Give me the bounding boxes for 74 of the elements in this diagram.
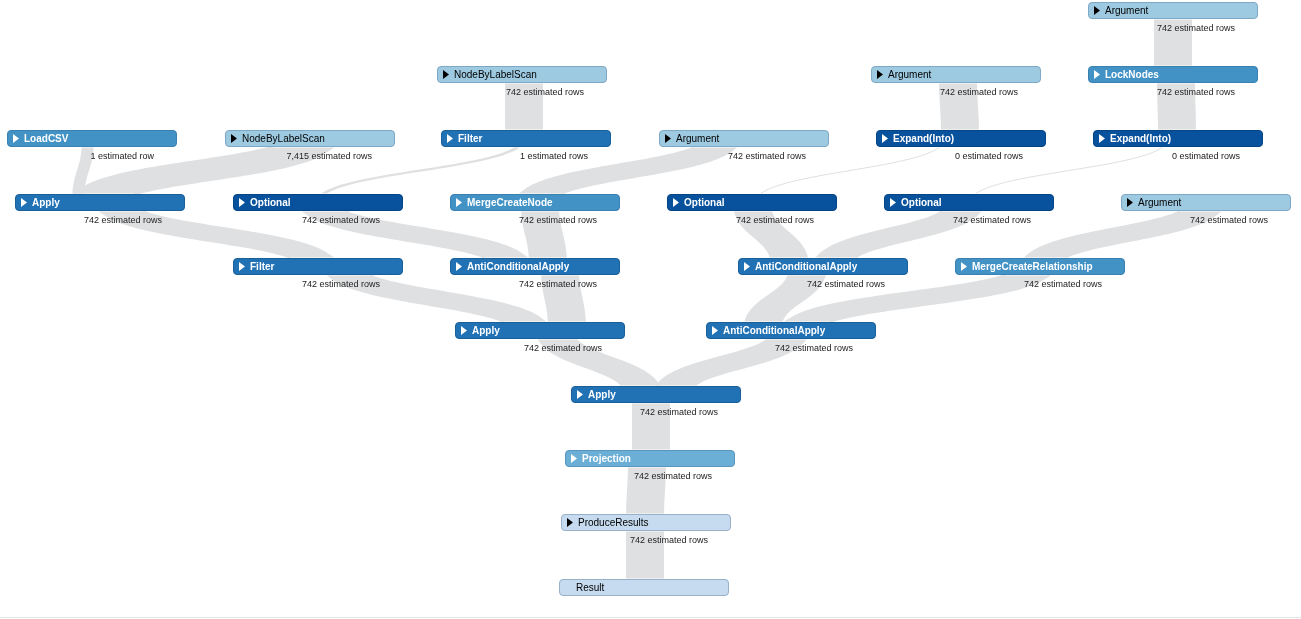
row-estimate: 742 estimated rows [1023, 279, 1102, 290]
flow-line [760, 147, 940, 194]
row-estimate: 742 estimated rows [505, 87, 584, 98]
node-label: Apply [32, 196, 60, 210]
row-estimate: 742 estimated rows [629, 535, 708, 546]
flow-band [939, 83, 979, 130]
node-label: Apply [588, 388, 616, 402]
row-estimate: 742 estimated rows [518, 279, 597, 290]
flow-band [626, 531, 664, 579]
row-estimate: 742 estimated rows [83, 215, 162, 226]
flow-band [98, 208, 335, 261]
node-label: Optional [684, 196, 725, 210]
node-label: Optional [250, 196, 291, 210]
node-label: Result [576, 581, 605, 595]
row-estimate: 742 estimated rows [1156, 23, 1235, 34]
node-label: MergeCreateNode [467, 196, 553, 210]
flow-band [521, 211, 567, 258]
node-label: Expand(Into) [893, 132, 955, 146]
node-label: AntiConditionalApply [467, 260, 570, 274]
row-estimate: 742 estimated rows [727, 151, 806, 162]
flow-band [518, 144, 738, 197]
row-estimate: 1 estimated row [90, 151, 154, 162]
row-estimate: 742 estimated rows [774, 343, 853, 354]
flow-band [632, 403, 670, 450]
row-estimate: 742 estimated rows [301, 279, 380, 290]
node-label: LoadCSV [24, 132, 69, 146]
row-estimate: 0 estimated rows [1171, 151, 1240, 162]
row-estimate: 742 estimated rows [633, 471, 712, 482]
node-label: LockNodes [1105, 68, 1159, 82]
row-estimate: 0 estimated rows [954, 151, 1023, 162]
flow-band [321, 147, 520, 194]
flow-band [1154, 19, 1192, 66]
flow-line [975, 147, 1163, 194]
row-estimate: 1 estimated rows [519, 151, 588, 162]
flow-band [1023, 208, 1222, 261]
node-label: Apply [472, 324, 500, 338]
flow-band [301, 208, 529, 261]
node-label: Argument [1138, 196, 1182, 210]
row-estimate: 7,415 estimated rows [286, 151, 372, 162]
node-label: Argument [1105, 4, 1149, 18]
row-estimate: 742 estimated rows [639, 407, 718, 418]
row-estimate: 742 estimated rows [952, 215, 1031, 226]
row-estimate: 742 estimated rows [806, 279, 885, 290]
row-estimate: 742 estimated rows [1156, 87, 1235, 98]
node-label: Argument [888, 68, 932, 82]
row-estimate: 742 estimated rows [523, 343, 602, 354]
flow-band [326, 272, 547, 325]
node-label: AntiConditionalApply [755, 260, 858, 274]
node-label: Filter [458, 132, 483, 146]
node-label: ProduceResults [578, 516, 649, 530]
flow-band [655, 337, 807, 388]
flow-band [744, 275, 826, 322]
node-label: Expand(Into) [1110, 132, 1172, 146]
flow-band [815, 209, 982, 260]
row-estimate: 742 estimated rows [518, 215, 597, 226]
node-label: Argument [676, 132, 720, 146]
node-label: NodeByLabelScan [242, 132, 325, 146]
node-label: NodeByLabelScan [454, 68, 537, 82]
row-estimate: 742 estimated rows [939, 87, 1018, 98]
flow-band [538, 338, 660, 387]
node-label: AntiConditionalApply [723, 324, 826, 338]
flow-band [626, 467, 666, 514]
node-label: Projection [582, 452, 631, 466]
flow-band [505, 83, 543, 130]
flow-band [1157, 83, 1196, 130]
row-estimate: 742 estimated rows [301, 215, 380, 226]
plan-node-box [559, 579, 729, 596]
node-label: MergeCreateRelationship [972, 260, 1093, 274]
node-label: Optional [901, 196, 942, 210]
flow-band [541, 275, 586, 322]
flow-band [734, 211, 808, 258]
row-estimate: 742 estimated rows [1189, 215, 1268, 226]
row-estimate: 742 estimated rows [735, 215, 814, 226]
node-label: Filter [250, 260, 275, 274]
